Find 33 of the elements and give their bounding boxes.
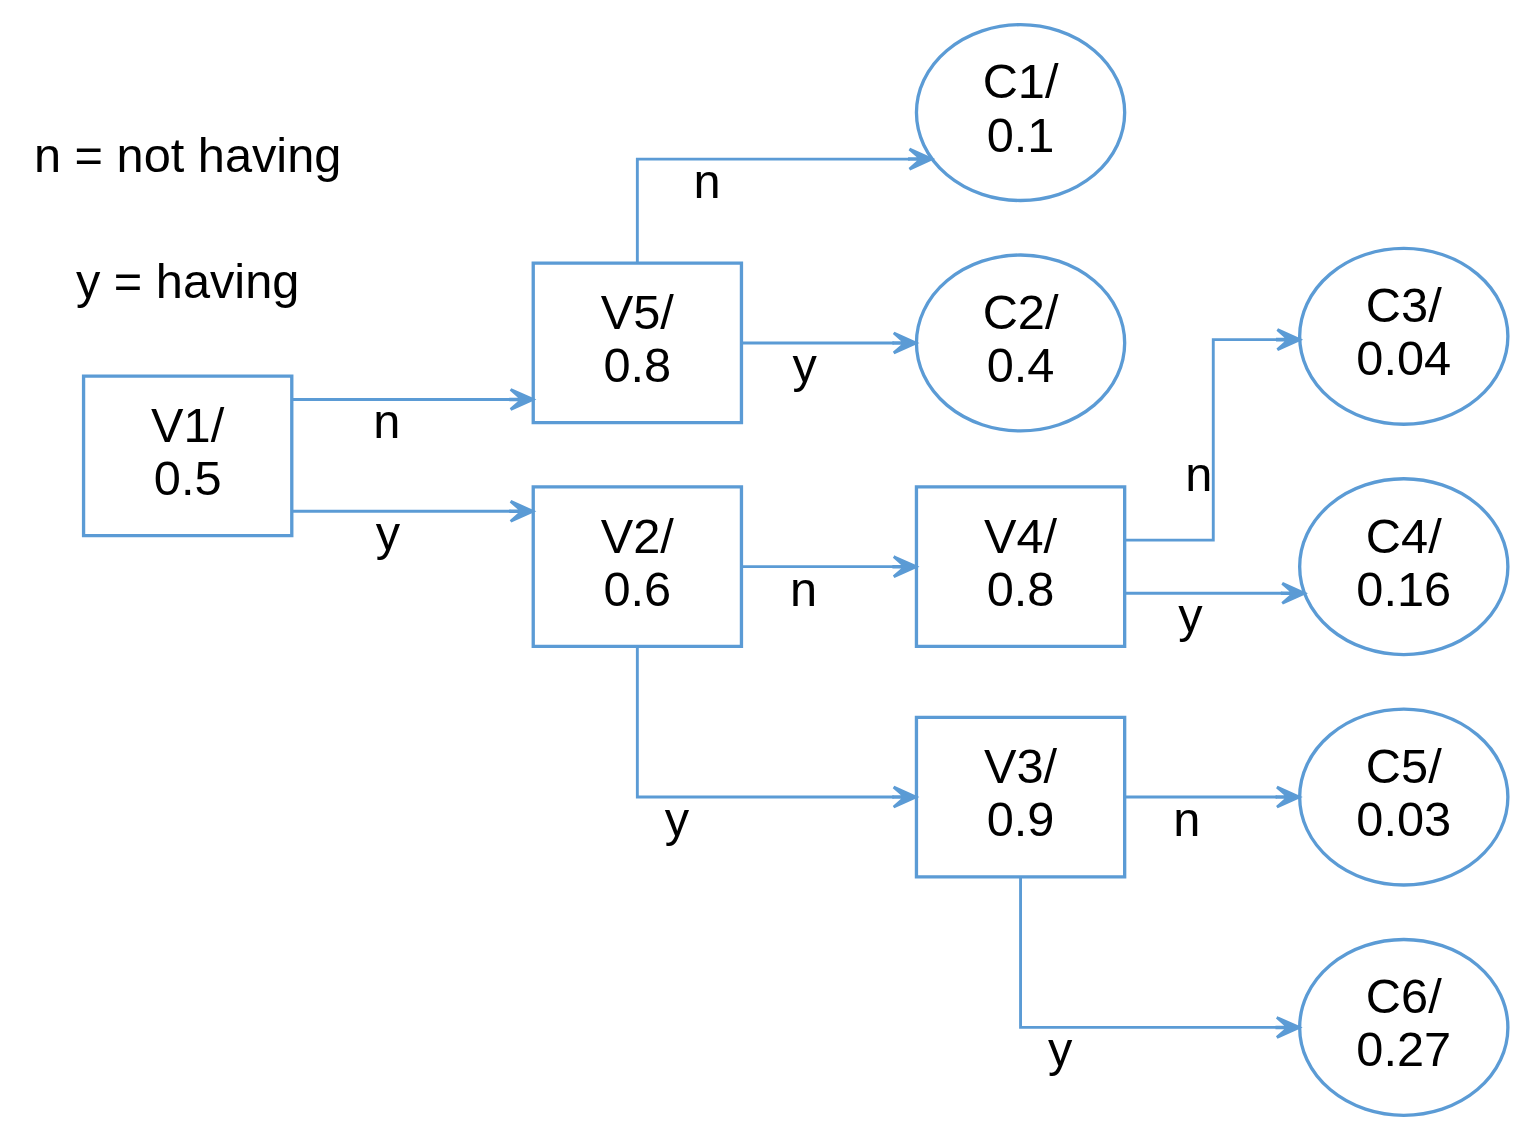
arrow (635, 646, 918, 808)
arrow (291, 499, 535, 523)
node-box: V3/ 0.9 (914, 715, 1127, 878)
edge-label: y (792, 337, 817, 392)
node-ellipse: C1/ 0.1 (914, 22, 1127, 202)
label: y = having (75, 253, 300, 308)
arrow (1125, 785, 1301, 808)
arrow (635, 147, 934, 263)
node-box: V1/ 0.5 (81, 374, 294, 537)
node-ellipse: C4/ 0.16 (1298, 476, 1510, 656)
edge-label: y (664, 791, 690, 846)
edge-label: n (789, 561, 818, 616)
node-ellipse: C6/ 0.27 (1298, 937, 1510, 1117)
arrow (742, 331, 918, 354)
node-ellipse: C3/ 0.04 (1298, 246, 1510, 426)
arrow (1124, 327, 1302, 542)
arrow (1019, 876, 1301, 1039)
edge-label: n (1173, 791, 1201, 846)
edge-label: y (375, 505, 401, 560)
edge-label: y (1178, 587, 1203, 642)
arrow (742, 554, 918, 578)
arrow (291, 387, 535, 411)
node-box: V5/ 0.8 (531, 261, 744, 424)
node-ellipse: C5/ 0.03 (1298, 706, 1510, 887)
edge-label: n (1185, 446, 1213, 501)
node-box: V2/ 0.6 (531, 484, 744, 648)
label: n = not having (33, 127, 342, 181)
node-ellipse: C2/ 0.4 (914, 252, 1127, 433)
edge-label: y (1048, 1021, 1073, 1076)
arrow (1125, 581, 1306, 605)
edge-label: n (693, 153, 721, 208)
edge-label: n (373, 393, 401, 448)
node-box: V4/ 0.8 (914, 484, 1127, 648)
